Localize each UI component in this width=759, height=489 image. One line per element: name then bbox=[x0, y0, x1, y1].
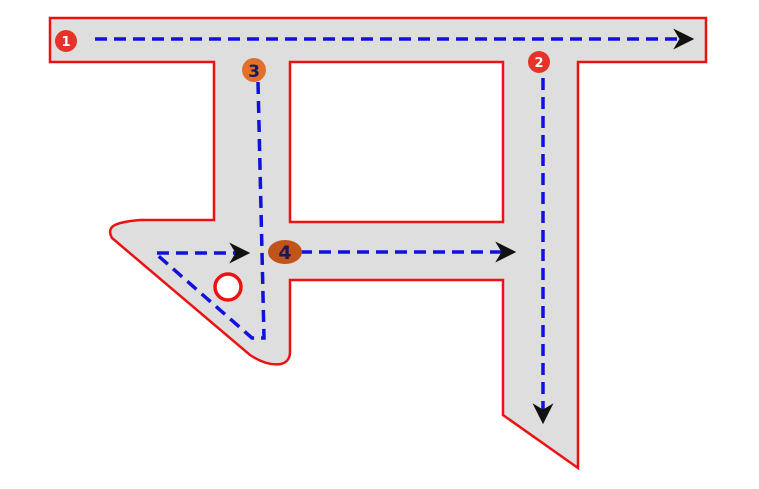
stroke-2-badge: 2 bbox=[528, 51, 550, 73]
letter-shape bbox=[48, 16, 708, 471]
stroke-3-badge: 3 bbox=[242, 58, 266, 82]
stroke-1-number: 1 bbox=[61, 35, 70, 50]
start-circle bbox=[213, 272, 243, 302]
stroke-3-number: 3 bbox=[248, 62, 260, 82]
stroke-4-badge: 4 bbox=[268, 240, 302, 264]
stroke-2-number: 2 bbox=[534, 56, 543, 71]
stroke-1-badge: 1 bbox=[55, 30, 77, 52]
stroke-3-path bbox=[150, 81, 266, 340]
stroke-4-number: 4 bbox=[278, 242, 291, 264]
